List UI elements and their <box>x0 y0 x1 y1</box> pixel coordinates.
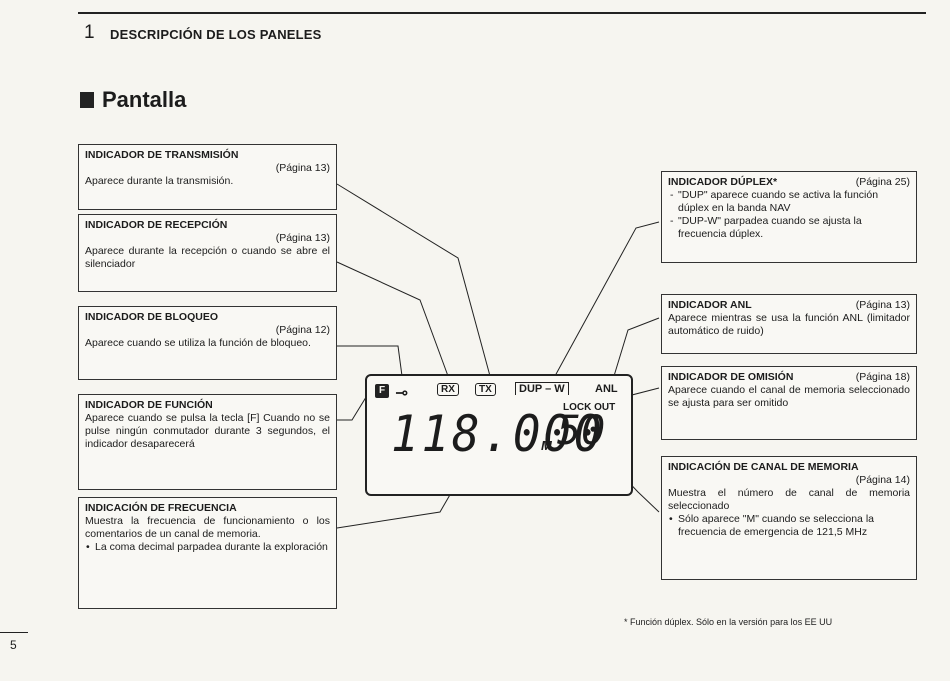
memory-m-indicator: M <box>541 438 552 453</box>
callout-anl: INDICADOR ANL (Página 13) Aparece mientra… <box>661 294 917 354</box>
callout-description: Aparece durante la transmisión. <box>85 175 234 187</box>
section-marker-icon <box>80 92 94 108</box>
callout-page-ref: (Página 25) <box>855 176 910 188</box>
callout-page-ref: (Página 18) <box>855 371 910 383</box>
page-number-rule <box>0 632 28 633</box>
callout-title: INDICADOR DE OMISIÓN <box>668 371 794 383</box>
lcd-display: F ⊸ RX TX DUP – W ANL LOCK OUT 118.000 M… <box>365 374 633 496</box>
callout-description: Aparece mientras se usa la función ANL (… <box>668 312 910 337</box>
callout-frequency: INDICACIÓN DE FRECUENCIA Muestra la frec… <box>78 497 337 609</box>
key-lock-icon: ⊸ <box>395 385 409 402</box>
callout-transmission: INDICADOR DE TRANSMISIÓN (Página 13) Apa… <box>78 144 337 210</box>
callout-title: INDICACIÓN DE CANAL DE MEMORIA <box>668 461 859 473</box>
callout-bullet: La coma decimal parpadea durante la expl… <box>86 541 330 554</box>
callout-title: INDICADOR DE BLOQUEO <box>85 311 219 323</box>
lockout-indicator: LOCK OUT <box>563 402 616 413</box>
callout-title: INDICADOR DE RECEPCIÓN <box>85 219 228 231</box>
callout-skip: INDICADOR DE OMISIÓN (Página 18) Aparece … <box>661 366 917 440</box>
callout-title: INDICADOR DÚPLEX* <box>668 176 778 188</box>
duplex-indicator: DUP – W <box>515 382 569 395</box>
callout-title: INDICADOR DE TRANSMISIÓN <box>85 149 239 161</box>
section-title: Pantalla <box>102 87 187 112</box>
callout-description: Aparece durante la recepción o cuando se… <box>85 245 330 270</box>
callout-list-item: "DUP-W" parpadea cuando se ajusta la fre… <box>670 215 910 241</box>
callout-duplex: INDICADOR DÚPLEX* (Página 25) "DUP" apare… <box>661 171 917 263</box>
callout-page-ref: (Página 13) <box>275 162 330 174</box>
callout-page-ref: (Página 13) <box>855 299 910 311</box>
callout-description: Aparece cuando se pulsa la tecla [F] Cua… <box>85 412 330 450</box>
rx-indicator: RX <box>437 383 459 396</box>
chapter-title: DESCRIPCIÓN DE LOS PANELES <box>110 27 322 42</box>
callout-list-item: "DUP" aparece cuando se activa la funció… <box>670 189 910 215</box>
callout-description: Aparece cuando se utiliza la función de … <box>85 337 311 349</box>
callout-bullet: Sólo aparece "M" cuando se selecciona la… <box>669 513 910 539</box>
callout-description: Muestra la frecuencia de funcionamiento … <box>85 515 330 540</box>
callout-title: INDICACIÓN DE FRECUENCIA <box>85 502 237 514</box>
callout-description: Muestra el número de canal de memoria se… <box>668 487 910 512</box>
function-indicator-icon: F <box>375 384 389 398</box>
footnote: * Función dúplex. Sólo en la versión par… <box>624 617 833 627</box>
callout-memory-channel: INDICACIÓN DE CANAL DE MEMORIA (Página 1… <box>661 456 917 580</box>
callout-description: Aparece cuando el canal de memoria selec… <box>668 384 910 409</box>
anl-indicator: ANL <box>595 383 618 395</box>
callout-lock: INDICADOR DE BLOQUEO (Página 12) Aparece… <box>78 306 337 380</box>
callout-title: INDICADOR DE FUNCIÓN <box>85 399 213 411</box>
callout-function: INDICADOR DE FUNCIÓN Aparece cuando se p… <box>78 394 337 490</box>
tx-indicator: TX <box>475 383 496 396</box>
top-rule <box>78 12 926 14</box>
callout-page-ref: (Página 13) <box>275 232 330 244</box>
page-number: 5 <box>10 638 17 652</box>
callout-reception: INDICADOR DE RECEPCIÓN (Página 13) Apare… <box>78 214 337 292</box>
callout-page-ref: (Página 12) <box>275 324 330 336</box>
frequency-readout: 118.000 <box>391 405 605 463</box>
callout-page-ref: (Página 14) <box>855 474 910 486</box>
chapter-number: 1 <box>84 22 95 43</box>
callout-title: INDICADOR ANL <box>668 299 752 311</box>
memory-channel-readout: 50 <box>557 408 606 454</box>
